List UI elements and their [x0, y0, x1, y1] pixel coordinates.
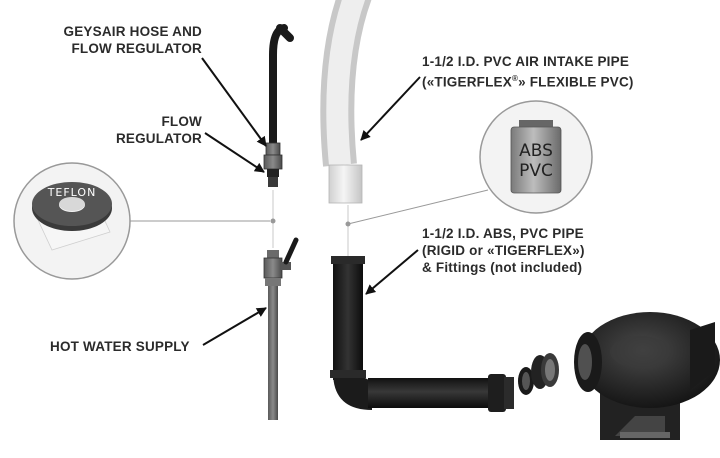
label-flow-regulator: FLOW REGULATOR	[98, 113, 202, 147]
label-geysair-hose-line1: GEYSAIR HOSE AND	[63, 24, 202, 39]
cement-can: ABS PVC	[510, 120, 562, 194]
can-label-pvc: PVC	[519, 161, 553, 181]
label-air-intake-line2-suffix: » FLEXIBLE PVC)	[518, 74, 634, 90]
arrow-hot-water-supply	[202, 307, 267, 346]
cement-can-callout: ABS PVC	[347, 100, 593, 225]
arrow-flow-regulator	[204, 132, 265, 173]
geysair-hose	[269, 24, 294, 147]
teflon-callout: TEFLON	[13, 162, 270, 280]
hot-water-supply-pipe	[263, 237, 299, 420]
label-air-intake-line1: 1-1/2 I.D. PVC AIR INTAKE PIPE	[422, 54, 630, 69]
arrow-geysair-hose	[201, 57, 267, 147]
flow-regulator	[263, 142, 283, 187]
blower-unit	[574, 312, 720, 440]
label-air-intake-line2: («TIGERFLEX®» FLEXIBLE PVC)	[422, 70, 634, 91]
label-hot-water-supply: HOT WATER SUPPLY	[50, 339, 190, 354]
arrow-air-intake-pipe	[360, 76, 421, 141]
pipe-fittings	[531, 353, 559, 389]
label-abs-pvc-line3: & Fittings (not included)	[422, 260, 583, 275]
label-air-intake-line2-prefix: («TIGERFLEX	[422, 74, 512, 90]
label-abs-pvc-pipe: 1-1/2 I.D. ABS, PVC PIPE (RIGID or «TIGE…	[422, 225, 585, 276]
teflon-tape-print: TEFLON	[47, 186, 97, 199]
label-flow-regulator-line2: REGULATOR	[115, 131, 202, 146]
registered-mark: ®	[511, 74, 519, 83]
connection-dot	[270, 218, 276, 224]
label-abs-pvc-line1: 1-1/2 I.D. ABS, PVC PIPE	[422, 226, 584, 241]
air-intake-pipe	[320, 0, 372, 204]
abs-pvc-pipe	[330, 256, 534, 412]
label-abs-pvc-line2: (RIGID or «TIGERFLEX»)	[422, 243, 585, 258]
label-geysair-hose: GEYSAIR HOSE AND FLOW REGULATOR	[44, 23, 202, 57]
label-air-intake-pipe: 1-1/2 I.D. PVC AIR INTAKE PIPE («TIGERFL…	[422, 53, 634, 91]
arrow-abs-pvc-pipe	[365, 249, 419, 295]
label-geysair-hose-line2: FLOW REGULATOR	[71, 41, 202, 56]
label-flow-regulator-line1: FLOW	[161, 114, 202, 129]
can-label-abs: ABS	[519, 141, 553, 161]
teflon-tape-roll: TEFLON	[32, 182, 112, 251]
leader-arrows	[201, 57, 421, 346]
